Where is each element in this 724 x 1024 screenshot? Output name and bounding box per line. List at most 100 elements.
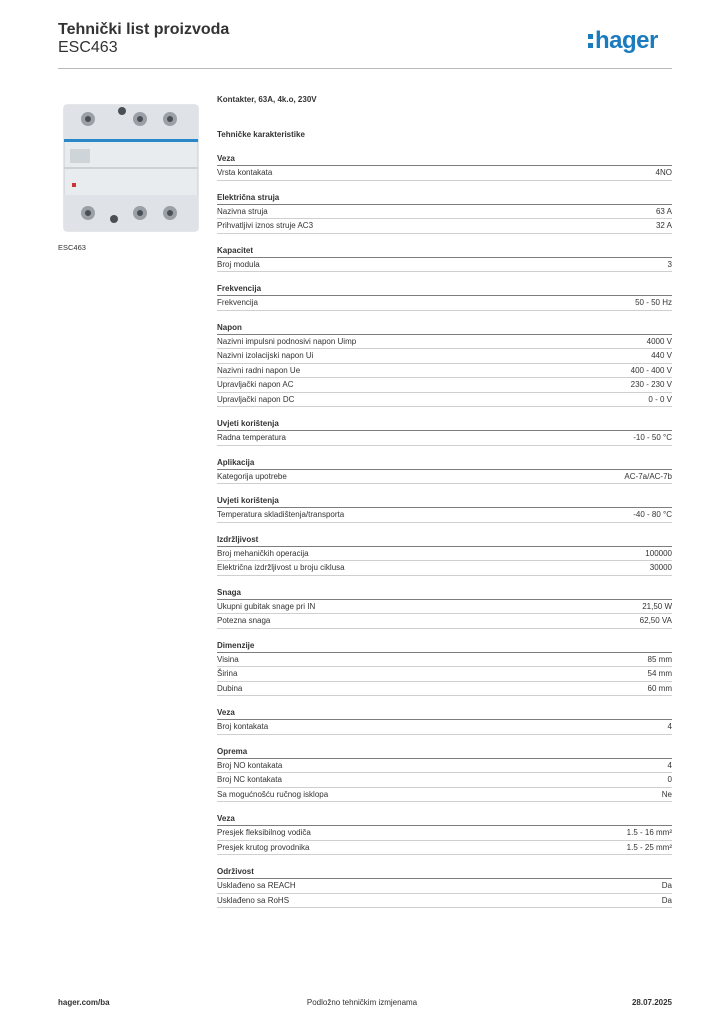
spec-label: Električna izdržljivost u broju ciklusa <box>217 563 345 572</box>
section-title: Aplikacija <box>217 457 672 470</box>
spec-value: Ne <box>661 789 672 799</box>
section-title: Veza <box>217 813 672 826</box>
spec-label: Nazivna struja <box>217 206 268 216</box>
spec-value: -40 - 80 °C <box>633 510 672 519</box>
footer-notice: Podložno tehničkim izmjenama <box>306 998 418 1007</box>
section-title: Uvjeti korištenja <box>217 418 672 431</box>
spec-value: AC-7a/AC-7b <box>624 471 672 481</box>
hager-logo[interactable]: hager <box>588 27 658 55</box>
spec-label: Upravljački napon AC <box>217 380 294 389</box>
spec-row: Temperatura skladištenja/transporta -40 -… <box>217 508 672 523</box>
section-title: Kapacitet <box>217 245 672 258</box>
spec-value: 440 V <box>651 351 672 360</box>
spec-value: 4000 V <box>646 336 672 346</box>
spec-row: Potezna snaga 62,50 VA <box>217 614 672 629</box>
spec-row: Električna izdržljivost u broju ciklusa 3… <box>217 561 672 576</box>
section-title: Veza <box>217 707 672 720</box>
spec-row: Presjek krutog provodnika 1.5 - 25 mm² <box>217 841 672 855</box>
product-code: ESC463 <box>58 39 118 56</box>
spec-label: Sa mogućnošću ručnog isklopa <box>217 789 329 799</box>
spec-label: Upravljački napon DC <box>217 394 295 404</box>
spec-label: Vrsta kontakata <box>217 168 273 177</box>
spec-row: Nazivni impulsni podnosivi napon Uimp 400… <box>217 335 672 349</box>
spec-row: Kategorija upotrebe AC-7a/AC-7b <box>217 470 672 484</box>
section-title: Izdržljivost <box>217 534 672 547</box>
spec-value: 4 <box>667 760 672 770</box>
section-title: Veza <box>217 153 672 166</box>
spec-label: Prihvatljivi iznos struje AC3 <box>217 221 314 230</box>
spec-value: 30000 <box>649 563 672 572</box>
spec-label: Kategorija upotrebe <box>217 471 287 481</box>
spec-label: Dubina <box>217 683 243 693</box>
logo-dots-icon <box>588 32 593 50</box>
spec-label: Temperatura skladištenja/transporta <box>217 510 345 519</box>
spec-value: 230 - 230 V <box>630 380 672 389</box>
spec-value: 62,50 VA <box>639 616 672 625</box>
spec-row: Usklađeno sa REACH Da <box>217 879 672 894</box>
logo-text: hager <box>595 27 658 54</box>
section-title: Dimenzije <box>217 640 672 653</box>
section-title: Snaga <box>217 587 672 600</box>
section-title: Oprema <box>217 746 672 759</box>
spec-value: 85 mm <box>647 654 672 664</box>
spec-row: Prihvatljivi iznos struje AC3 32 A <box>217 219 672 234</box>
spec-row: Sa mogućnošću ručnog isklopa Ne <box>217 788 672 802</box>
spec-value: 1.5 - 16 mm² <box>626 828 672 837</box>
product-image-caption: ESC463 <box>58 243 86 252</box>
spec-value: Da <box>661 881 672 890</box>
spec-label: Visina <box>217 654 239 664</box>
spec-label: Usklađeno sa REACH <box>217 881 296 890</box>
spec-label: Broj modula <box>217 259 260 269</box>
footer-date: 28.07.2025 <box>631 998 672 1007</box>
spec-content: Kontakter, 63A, 4k.o, 230V Tehničke kara… <box>217 94 672 919</box>
section-title: Napon <box>217 322 672 335</box>
section-title: Frekvencija <box>217 283 672 296</box>
spec-value: 1.5 - 25 mm² <box>626 842 672 852</box>
spec-label: Nazivni impulsni podnosivi napon Uimp <box>217 336 357 346</box>
spec-label: Nazivni izolacijski napon Ui <box>217 351 314 360</box>
spec-row: Upravljački napon AC 230 - 230 V <box>217 378 672 393</box>
spec-label: Radna temperatura <box>217 433 286 442</box>
spec-label: Potezna snaga <box>217 616 271 625</box>
spec-value: 4 <box>667 722 672 731</box>
spec-label: Broj mehaničkih operacija <box>217 548 309 558</box>
footer-website-link[interactable]: hager.com/ba <box>58 998 110 1007</box>
tech-heading: Tehničke karakteristike <box>217 130 305 139</box>
page-title: Tehnički list proizvoda <box>58 21 230 38</box>
spec-label: Nazivni radni napon Ue <box>217 365 301 375</box>
spec-label: Broj NO kontakata <box>217 760 283 770</box>
spec-row: Visina 85 mm <box>217 653 672 667</box>
section-title: Održivost <box>217 866 672 879</box>
spec-label: Broj NC kontakata <box>217 775 282 784</box>
spec-label: Presjek krutog provodnika <box>217 842 310 852</box>
spec-value: 54 mm <box>647 669 672 678</box>
section-title: Električna struja <box>217 192 672 205</box>
header-divider <box>58 68 672 69</box>
spec-value: -10 - 50 °C <box>633 433 672 442</box>
spec-value: 32 A <box>655 221 672 230</box>
spec-value: Da <box>661 895 672 905</box>
